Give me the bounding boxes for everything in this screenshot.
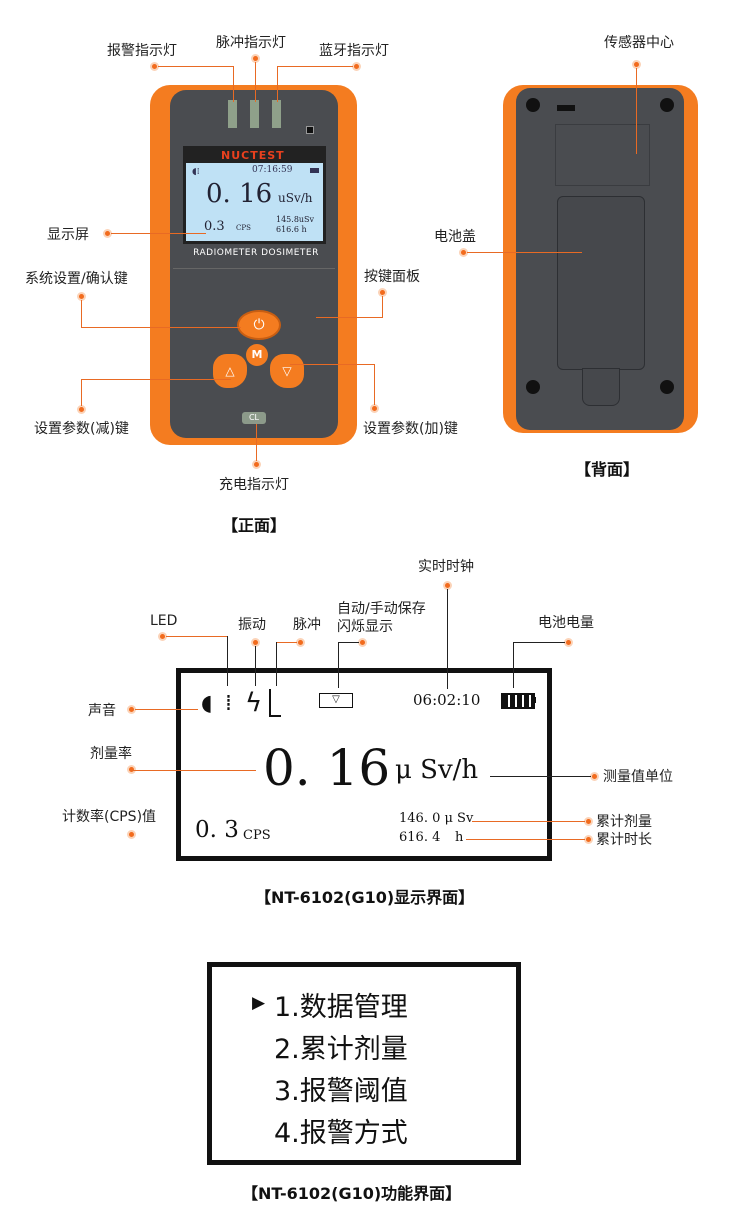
battery-icon	[501, 693, 535, 709]
menu-cursor-icon: ▶	[252, 993, 266, 1013]
label-save-line1: 自动/手动保存	[337, 601, 426, 617]
label-battery: 电池电量	[538, 615, 594, 631]
sound-icon: ◖	[201, 691, 213, 716]
menu-item-alarm-threshold[interactable]: 3.报警阈值	[274, 1076, 408, 1107]
brand-logo: NUCTEST	[221, 149, 285, 162]
plus-button[interactable]: ▽	[270, 354, 304, 388]
front-unit: uSv/h	[278, 191, 313, 205]
screw	[660, 98, 674, 112]
front-total: 145.8uSv	[276, 215, 315, 224]
label-alarm-led: 报警指示灯	[107, 43, 177, 59]
pulse-led	[250, 100, 259, 128]
pulse-icon	[269, 689, 281, 717]
display-total: 146. 0 μ Sv	[399, 811, 474, 826]
front-sound-icon: ◖⁞	[192, 167, 200, 177]
label-sensor: 传感器中心	[604, 35, 674, 51]
label-keypad: 按键面板	[364, 269, 420, 285]
front-dose: 0. 16	[206, 179, 273, 209]
menu-item-data-management[interactable]: 1.数据管理	[274, 992, 408, 1023]
label-battery-cover: 电池盖	[434, 229, 476, 245]
label-unit: 测量值单位	[603, 769, 673, 785]
battery-latch	[582, 368, 620, 406]
front-battery-icon	[310, 168, 319, 173]
label-display: 显示屏	[47, 227, 89, 243]
vibrate-icon: ϟ	[245, 688, 263, 718]
label-led: LED	[150, 613, 178, 629]
label-dose-rate: 剂量率	[90, 746, 132, 762]
alarm-led	[228, 100, 237, 128]
display-time: 06:02:10	[413, 691, 481, 709]
display-interface: ◖ ⁞ ϟ ▽ 06:02:10 0. 16 μ Sv/h 0. 3 CPS 1…	[176, 668, 552, 861]
display-hours-unit: h	[455, 830, 464, 845]
label-clock: 实时时钟	[418, 559, 474, 575]
front-lcd: NUCTEST 07:16:59 ◖⁞ 0. 16 uSv/h 0.3 CPS …	[183, 146, 326, 244]
minus-button[interactable]: △	[213, 354, 247, 388]
label-system-key: 系统设置/确认键	[25, 271, 128, 287]
caption-menu: 【NT-6102(G10)功能界面】	[242, 1184, 462, 1203]
charge-led: CL	[242, 412, 266, 424]
caption-front: 【正面】	[222, 516, 287, 535]
menu-item-alarm-mode[interactable]: 4.报警方式	[274, 1118, 408, 1149]
battery-cover	[557, 196, 645, 370]
display-dose: 0. 16	[263, 739, 391, 797]
label-cps: 计数率(CPS)值	[62, 809, 157, 825]
front-hours: 616.6 h	[276, 225, 307, 234]
label-bluetooth-led: 蓝牙指示灯	[319, 43, 389, 59]
front-time: 07:16:59	[252, 165, 293, 175]
power-button[interactable]: ⏻	[237, 310, 281, 340]
caption-back: 【背面】	[575, 460, 640, 479]
sensor-window	[555, 124, 650, 186]
light-sensor	[306, 126, 314, 134]
display-cps-unit: CPS	[243, 828, 271, 843]
front-cps-unit: CPS	[236, 224, 251, 232]
function-menu: ▶ 1.数据管理 2.累计剂量 3.报警阈值 4.报警方式	[207, 962, 521, 1165]
menu-item-total-dose[interactable]: 2.累计剂量	[274, 1034, 408, 1065]
screw	[526, 98, 540, 112]
display-cps: 0. 3	[195, 817, 239, 843]
label-pulse: 脉冲	[293, 617, 321, 633]
bluetooth-led	[272, 100, 281, 128]
screw	[660, 380, 674, 394]
label-sound: 声音	[88, 703, 116, 719]
label-save-line2: 闪烁显示	[337, 619, 393, 635]
front-model-text: RADIOMETER DOSIMETER	[193, 248, 319, 258]
label-plus-key: 设置参数(加)键	[363, 421, 458, 437]
label-total-dose: 累计剂量	[596, 814, 652, 830]
caption-display: 【NT-6102(G10)显示界面】	[255, 888, 475, 907]
label-total-time: 累计时长	[596, 832, 652, 848]
m-button[interactable]: M	[246, 344, 268, 366]
label-pulse-led: 脉冲指示灯	[216, 35, 286, 51]
front-cps: 0.3	[204, 219, 225, 234]
display-hours: 616. 4	[399, 830, 441, 845]
led-icon: ⁞	[225, 691, 232, 716]
device-front-panel	[170, 90, 338, 438]
label-vibrate: 振动	[238, 617, 266, 633]
display-unit: μ Sv/h	[395, 755, 479, 785]
screw	[526, 380, 540, 394]
label-minus-key: 设置参数(减)键	[34, 421, 129, 437]
save-flash-icon: ▽	[319, 693, 353, 708]
label-charge-led: 充电指示灯	[219, 477, 289, 493]
